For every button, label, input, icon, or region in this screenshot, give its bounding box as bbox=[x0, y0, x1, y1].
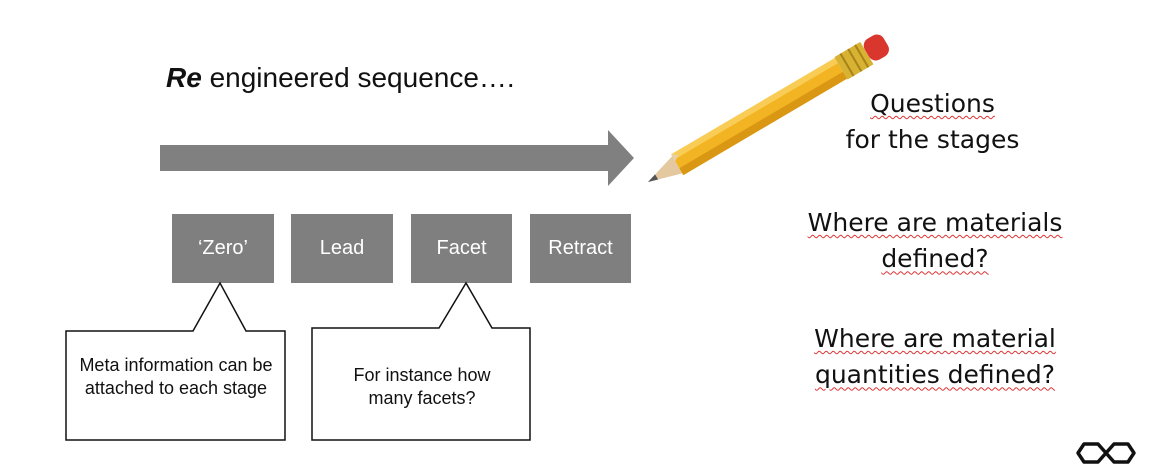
stage-retract-label: Retract bbox=[548, 237, 613, 259]
question-quantities-line2: quantities defined? bbox=[814, 360, 1056, 390]
question-quantities-line1: Where are material bbox=[814, 324, 1056, 353]
stage-zero: ‘Zero’ bbox=[172, 214, 274, 283]
pencil-illustration bbox=[648, 34, 889, 182]
notes-heading-line1: Questions bbox=[870, 89, 995, 118]
facet-callout-shape bbox=[311, 281, 531, 441]
stage-lead-label: Lead bbox=[319, 237, 365, 259]
stage-facet-label: Facet bbox=[436, 237, 487, 259]
notes-heading-line2: for the stages bbox=[845, 125, 1020, 155]
question-materials-line1: Where are materials bbox=[807, 208, 1063, 237]
title-emphasis: Re bbox=[166, 62, 202, 93]
question-materials: Where are materials defined? bbox=[780, 205, 1090, 278]
title-rest: engineered sequence…. bbox=[201, 62, 515, 93]
notes-heading: Questions for the stages bbox=[800, 86, 1065, 159]
stage-retract: Retract bbox=[530, 214, 631, 283]
zero-callout-shape bbox=[65, 281, 286, 441]
stage-zero-label: ‘Zero’ bbox=[197, 237, 248, 259]
facet-callout-text: For instance how many facets? bbox=[353, 365, 491, 409]
stage-facet: Facet bbox=[411, 214, 512, 283]
infinity-logo-icon bbox=[1076, 442, 1136, 464]
sequence-arrow bbox=[160, 130, 634, 186]
stage-lead: Lead bbox=[291, 214, 393, 283]
question-materials-line2: defined? bbox=[881, 244, 989, 274]
zero-callout-text: Meta information can be attached to each… bbox=[79, 355, 273, 399]
question-quantities: Where are material quantities defined? bbox=[780, 321, 1090, 394]
slide-title: Re engineered sequence…. bbox=[166, 62, 515, 94]
